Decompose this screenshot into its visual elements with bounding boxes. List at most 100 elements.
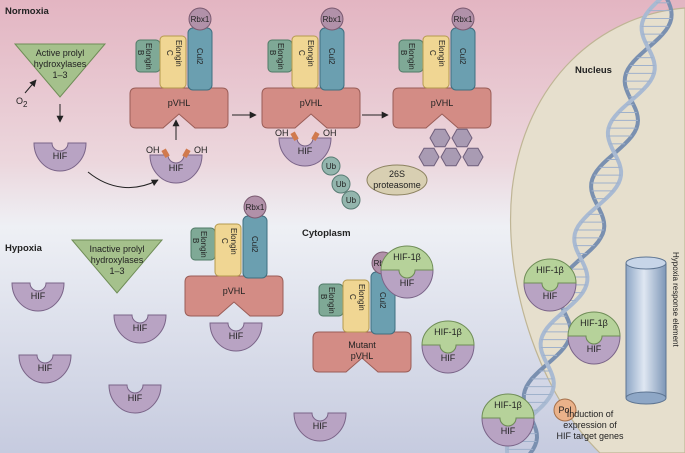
rbx1-label: Rbx1 [191,15,210,24]
hif-body [113,314,167,344]
hydroxyl-mark [161,148,170,158]
fragment-hexagon [429,128,451,148]
section-title-cytoplasm: Cytoplasm [302,228,351,239]
elongin-c [159,35,187,89]
hif-label: HIF [313,421,328,431]
elongin-c-label: C [348,294,357,300]
active-prolyl-hydroxylases: Active prolyl hydroxylases 1–3 [13,43,107,98]
dna-helix [504,0,674,453]
rbx1-label: Rbx1 [323,15,342,24]
hif-label: HIF [229,331,244,341]
rbx1 [320,7,344,31]
pvhl-body [184,275,284,317]
hif-label: HIF [53,151,68,161]
hif-body [33,142,87,172]
hif1b-label: HIF-1β [494,400,522,410]
hydroxyl-mark [290,131,299,141]
ub-bead [321,156,341,176]
elongin-c [422,35,450,89]
hif1b-label: HIF-1β [393,252,421,262]
hif-body [293,412,347,442]
hif-hypoxia-1: HIF [11,282,65,312]
hydroxyl-mark [311,131,320,141]
elongin-b-label: Elongin [327,287,336,314]
elongin-b-label: Elongin [144,43,153,70]
pol-label: Pol [558,405,571,415]
hif-normoxia-free: HIF [33,142,87,172]
hif-label: HIF [298,146,313,156]
hif-to-hydroxylation-arrow [87,171,159,189]
elongin-c-label: Elongin [174,40,183,67]
elongin-b-label: Elongin [407,43,416,70]
active-prolyl-line1: Active prolyl [36,48,85,58]
section-title-hypoxia: Hypoxia [5,243,43,254]
hif-label: HIF [31,291,46,301]
pvhl-label: pVHL [431,98,454,108]
elongin-c-label: Elongin [357,284,366,311]
inactive-prolyl-line1: Inactive prolyl [89,244,144,254]
pvhl-body [129,87,229,129]
elongin-c-label: Elongin [306,40,315,67]
section-title-nucleus: Nucleus [575,65,612,76]
proteasome-line1: 26S [389,169,405,179]
ub-bead [331,174,351,194]
elongin-c-label: C [297,50,306,56]
hif-hypoxia-4: HIF [108,384,162,414]
ub-label: Ub [336,180,347,189]
elongin-c-label: C [428,50,437,56]
hif1b-subunit [481,393,535,427]
elongin-c [214,223,242,277]
inactive-prolyl-line3: 1–3 [109,266,124,276]
proteasome: 26S proteasome [366,164,428,196]
ub-label: Ub [346,196,357,205]
oh-label: OH [323,128,337,138]
elongin-b-label: B [268,50,277,55]
fragment-hexagon [418,147,440,167]
ub-label: Ub [326,162,337,171]
elongin-b-label: B [136,50,145,55]
rbx1 [451,7,475,31]
induction-line2: expression of [563,420,617,430]
oxygen-label: O 2 [16,96,28,109]
inactive-prolyl-line2: hydroxylases [91,255,144,265]
polymerase: Pol [553,398,577,422]
elongin-c-label: Elongin [229,228,238,255]
fragment-hexagon [451,128,473,148]
hif1b-label: HIF-1β [536,265,564,275]
oh-label: OH [275,128,289,138]
induction-text: Induction of expression of HIF target ge… [556,409,624,441]
elongin-b-label: Elongin [276,43,285,70]
hif-body [108,384,162,414]
rbx1-label: Rbx1 [246,203,265,212]
cul2-label: Cul2 [458,48,467,65]
hif1b-subunit [567,311,621,345]
cul2-label: Cul2 [327,48,336,65]
hif-label: HIF [587,344,602,354]
elongin-c-label: C [165,50,174,56]
cul2-label: Cul2 [250,236,259,253]
oh-label: OH [146,145,160,155]
hif1b-subunit [380,245,434,279]
inactive-prolyl-hydroxylases: Inactive prolyl hydroxylases 1–3 [70,239,164,294]
hif1b-subunit [523,258,577,292]
elongin-c-label: Elongin [437,40,446,67]
elongin-b-label: B [319,294,328,299]
induction-line1: Induction of [567,409,614,419]
hif-label: HIF [133,323,148,333]
pvhl-label: pVHL [300,98,323,108]
o2-text: O [16,96,23,106]
hif-hypoxia-2: HIF [113,314,167,344]
o2-arrow [24,79,37,94]
pvhl-body [392,87,492,129]
elongin-b-label: Elongin [199,231,208,258]
hif-hypoxia-6: HIF [293,412,347,442]
